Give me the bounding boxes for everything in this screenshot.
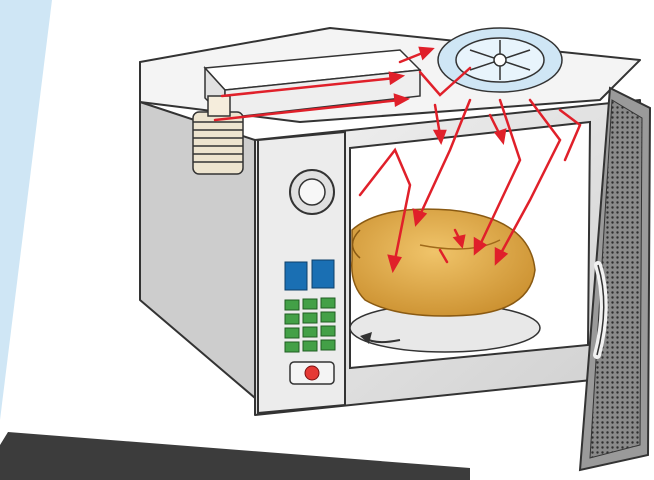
floor-shadow-bar xyxy=(0,432,470,480)
chicken-icon xyxy=(351,208,536,317)
control-panel-icon xyxy=(257,130,346,415)
background-stripe xyxy=(0,0,52,420)
microwave-rays xyxy=(213,46,582,274)
door-icon[interactable] xyxy=(578,86,652,472)
dial-icon xyxy=(289,169,335,215)
display-icon xyxy=(284,259,335,291)
start-button[interactable] xyxy=(289,361,335,385)
keypad-icon xyxy=(284,297,336,353)
fan-icon xyxy=(437,27,563,93)
cooking-cavity xyxy=(349,120,592,370)
magnetron-icon xyxy=(192,95,244,175)
